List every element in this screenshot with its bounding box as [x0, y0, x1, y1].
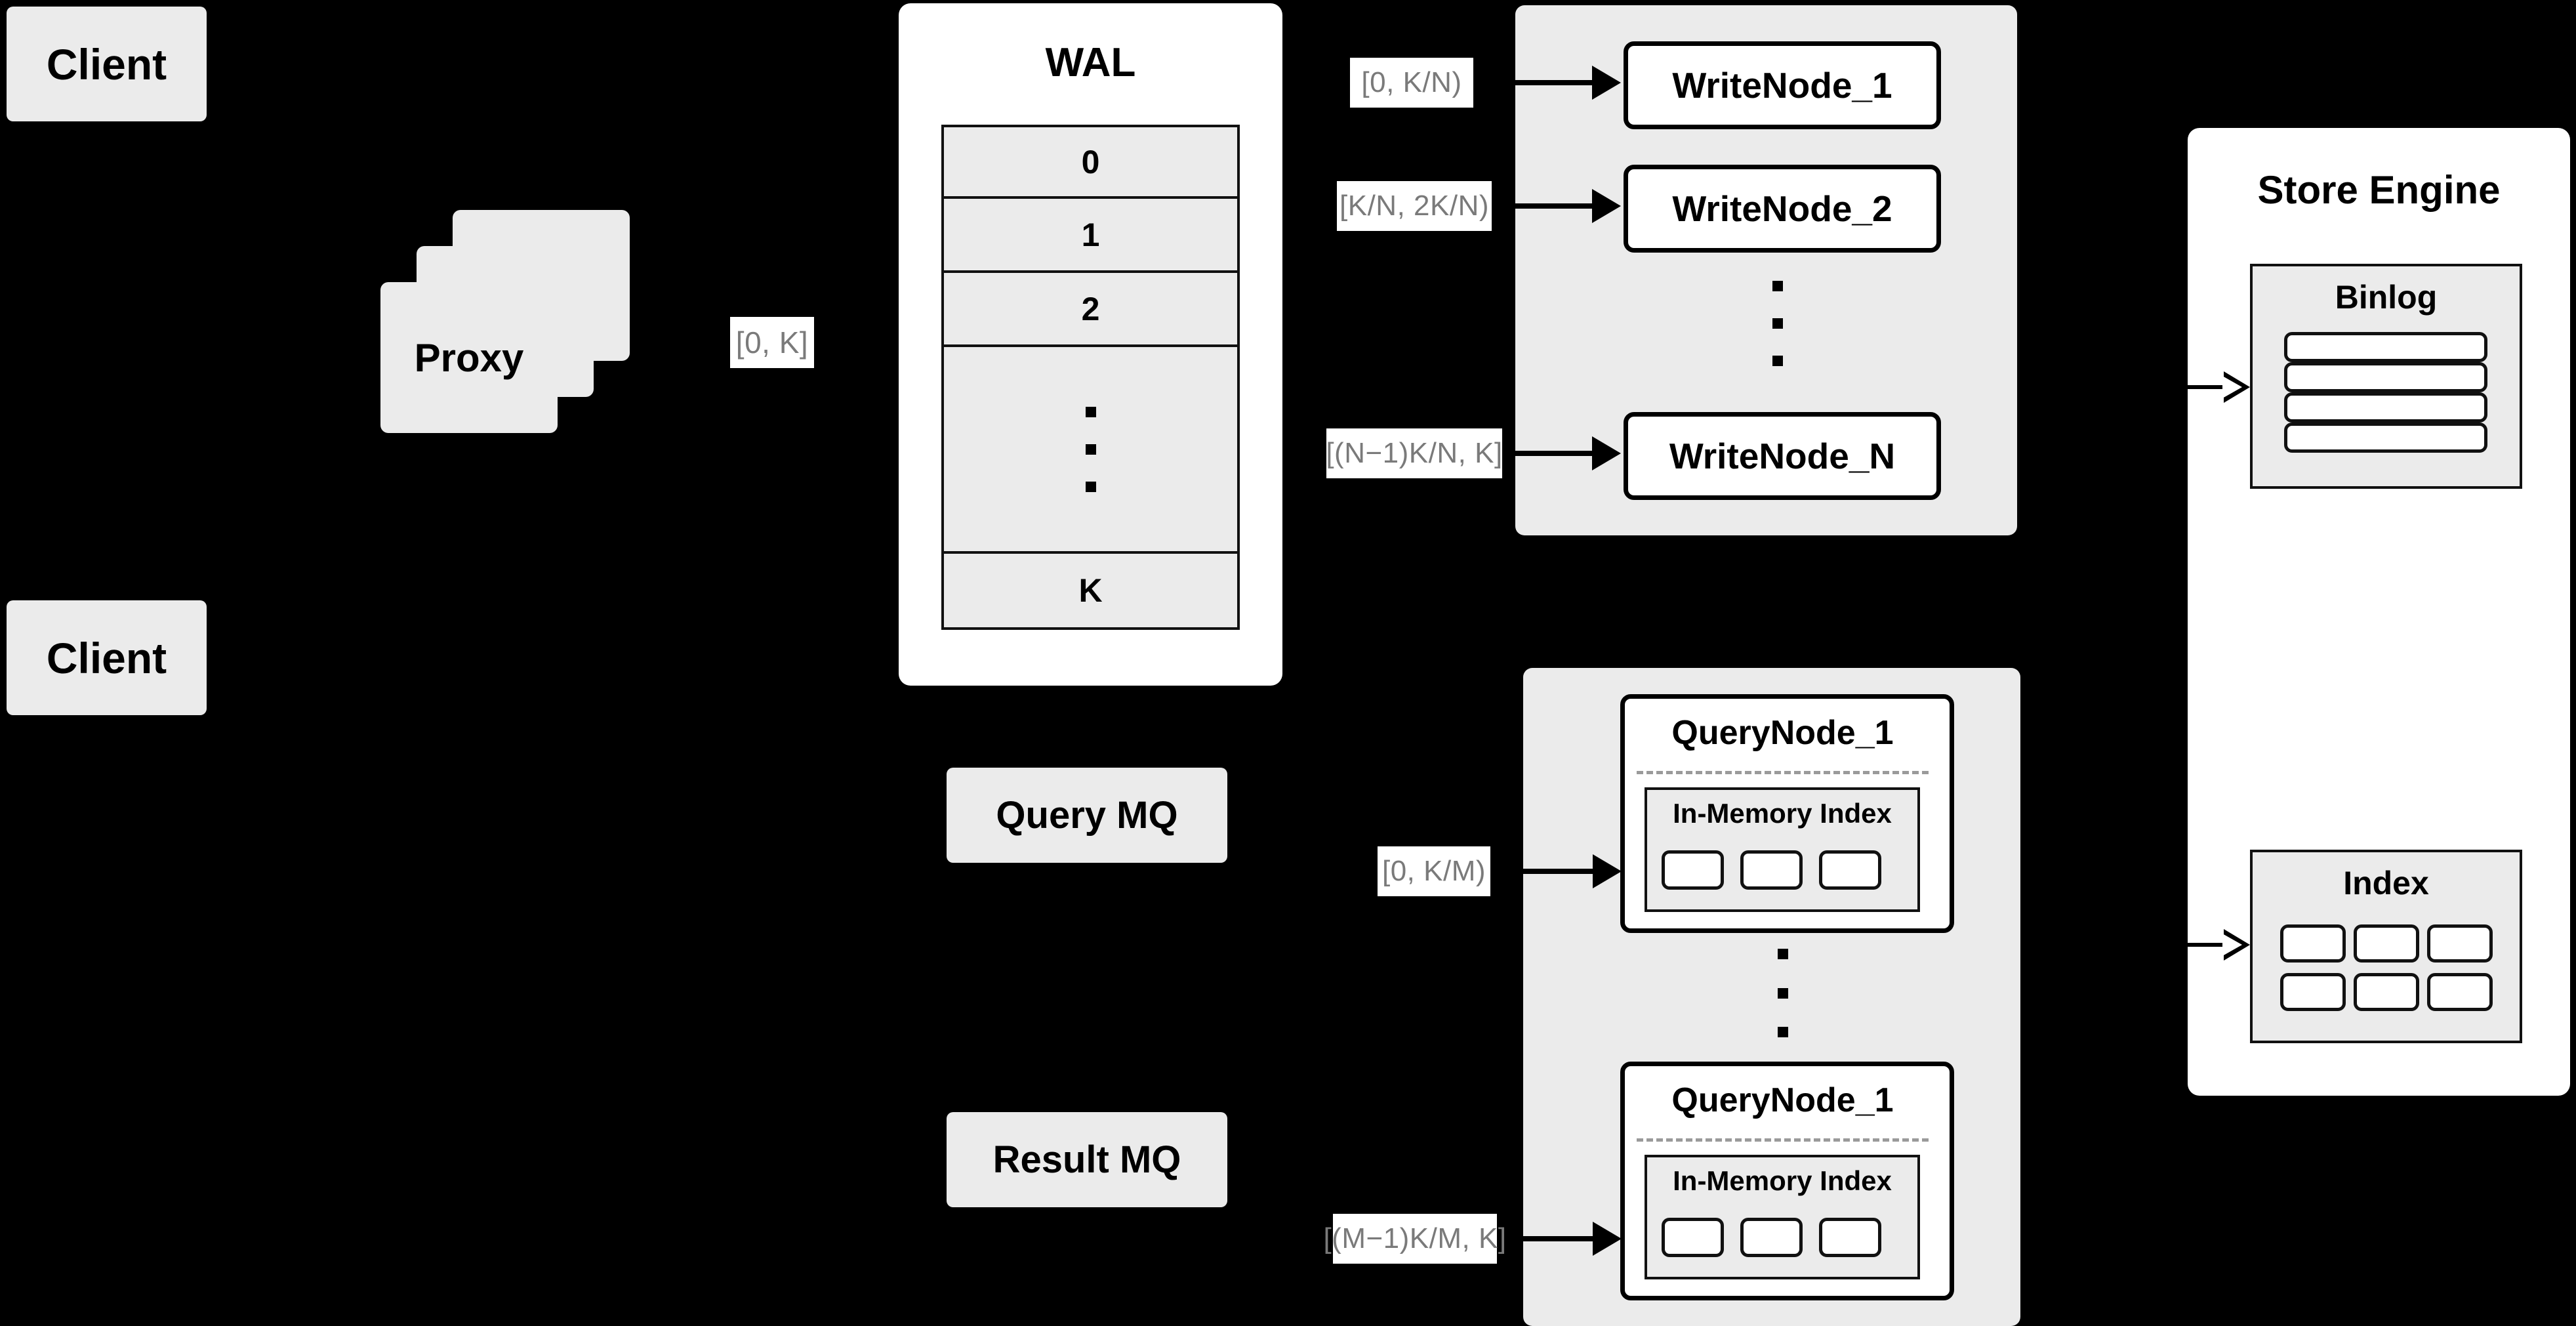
- query-node-2-inmemory-index: In-Memory Index: [1645, 1155, 1920, 1279]
- edge-label-proxy-to-wal-text: [0, K]: [735, 325, 809, 360]
- edge-label-querynode-1-text: [0, K/M): [1381, 855, 1486, 887]
- write-node-2: WriteNode_2: [1624, 165, 1941, 253]
- query-nodes-panel: QueryNode_1 In-Memory Index QueryNode_1 …: [1523, 668, 2020, 1326]
- write-node-2-label: WriteNode_2: [1672, 188, 1892, 229]
- binlog-box: Binlog: [2250, 264, 2522, 489]
- query-node-2-index-cell: [1662, 1218, 1724, 1257]
- arrow-line-querynode-1: [1521, 869, 1593, 874]
- query-node-2-divider: [1637, 1138, 1929, 1142]
- query-node-2-index-cell: [1740, 1218, 1803, 1257]
- index-cell: [2354, 973, 2419, 1011]
- edge-label-querynode-2-text: [(M−1)K/M, K]: [1323, 1222, 1507, 1254]
- client-box-1: Client: [7, 7, 207, 121]
- query-node-2-index-cell: [1819, 1218, 1881, 1257]
- write-node-1-label: WriteNode_1: [1672, 65, 1892, 106]
- arrow-line-writenode-2: [1513, 203, 1592, 209]
- wal-row-ellipsis: [941, 347, 1240, 554]
- query-node-1-inmemory-index: In-Memory Index: [1645, 787, 1920, 912]
- query-node-1-index-cell: [1662, 850, 1724, 890]
- proxy-label: Proxy: [414, 335, 524, 380]
- query-node-1-index-cell: [1819, 850, 1881, 890]
- client-label-2: Client: [46, 633, 167, 682]
- wal-row: K: [941, 554, 1240, 630]
- edge-label-writenode-1: [0, K/N): [1350, 58, 1473, 108]
- query-node-1-index-cell: [1740, 850, 1803, 890]
- query-node-1-divider: [1637, 771, 1929, 774]
- query-node-2-label: QueryNode_1: [1671, 1081, 1894, 1119]
- binlog-segment: [2284, 423, 2487, 453]
- query-node-2: QueryNode_1 In-Memory Index: [1620, 1062, 1954, 1300]
- arrow-head-writenode-n: [1592, 436, 1621, 470]
- write-node-1: WriteNode_1: [1624, 41, 1941, 129]
- result-mq-box: Result MQ: [947, 1112, 1227, 1207]
- arrow-line-writenode-n: [1513, 451, 1592, 456]
- index-cell: [2280, 973, 2346, 1011]
- client-label-1: Client: [46, 39, 167, 89]
- query-nodes-vertical-dots: [1778, 949, 1788, 1037]
- index-box: Index: [2250, 850, 2522, 1043]
- result-mq-label: Result MQ: [992, 1138, 1181, 1181]
- wal-row: 0: [941, 125, 1240, 199]
- edge-label-writenode-1-text: [0, K/N): [1361, 66, 1462, 98]
- index-title: Index: [2343, 865, 2429, 901]
- query-node-1-index-label: In-Memory Index: [1673, 798, 1892, 829]
- write-nodes-vertical-dots: [1772, 281, 1783, 366]
- write-node-n-label: WriteNode_N: [1669, 436, 1896, 476]
- arrow-line-writenode-1: [1513, 80, 1592, 85]
- binlog-segment: [2284, 362, 2487, 392]
- edge-label-writenode-n-text: [(N−1)K/N, K]: [1326, 437, 1503, 469]
- wal-row: 1: [941, 199, 1240, 273]
- arrow-head-writenode-1: [1592, 66, 1621, 100]
- wal-panel: WAL 0 1 2 K: [899, 3, 1282, 686]
- arrow-head-writenode-2: [1592, 189, 1621, 223]
- index-cell: [2427, 924, 2493, 963]
- query-node-1-label: QueryNode_1: [1671, 714, 1894, 752]
- wal-row: 2: [941, 273, 1240, 347]
- arrow-line-index: [2177, 943, 2229, 947]
- query-node-2-index-label: In-Memory Index: [1673, 1165, 1892, 1196]
- edge-label-querynode-2: [(M−1)K/M, K]: [1323, 1214, 1506, 1264]
- arrow-head-index: [2222, 929, 2250, 961]
- query-mq-label: Query MQ: [996, 794, 1178, 837]
- arrow-head-binlog: [2222, 371, 2250, 403]
- wal-rows: 0 1 2 K: [941, 125, 1240, 630]
- binlog-segment: [2284, 332, 2487, 362]
- binlog-title: Binlog: [2335, 279, 2438, 316]
- write-node-n: WriteNode_N: [1624, 412, 1941, 500]
- arrow-line-binlog: [2177, 385, 2229, 389]
- edge-label-querynode-1: [0, K/M): [1378, 846, 1490, 896]
- edge-label-writenode-2: [K/N, 2K/N): [1337, 181, 1492, 231]
- index-cell: [2427, 973, 2493, 1011]
- proxy-card-front: Proxy: [380, 282, 558, 433]
- index-cell: [2280, 924, 2346, 963]
- client-box-2: Client: [7, 600, 207, 715]
- binlog-segment: [2284, 392, 2487, 423]
- edge-label-writenode-n: [(N−1)K/N, K]: [1326, 428, 1502, 478]
- index-cell: [2354, 924, 2419, 963]
- arrow-line-querynode-2: [1521, 1236, 1593, 1241]
- arrow-head-querynode-1: [1593, 854, 1622, 888]
- store-engine-panel: Store Engine Binlog Index: [2188, 128, 2570, 1096]
- arrow-head-querynode-2: [1593, 1222, 1622, 1256]
- store-engine-title: Store Engine: [2257, 168, 2501, 212]
- edge-label-writenode-2-text: [K/N, 2K/N): [1339, 190, 1489, 222]
- query-node-1: QueryNode_1 In-Memory Index: [1620, 694, 1954, 933]
- wal-vertical-dots: [1085, 406, 1096, 492]
- edge-label-proxy-to-wal: [0, K]: [730, 317, 814, 368]
- proxy-stack: Proxy: [380, 210, 669, 433]
- wal-title: WAL: [1045, 40, 1136, 85]
- query-mq-box: Query MQ: [947, 768, 1227, 863]
